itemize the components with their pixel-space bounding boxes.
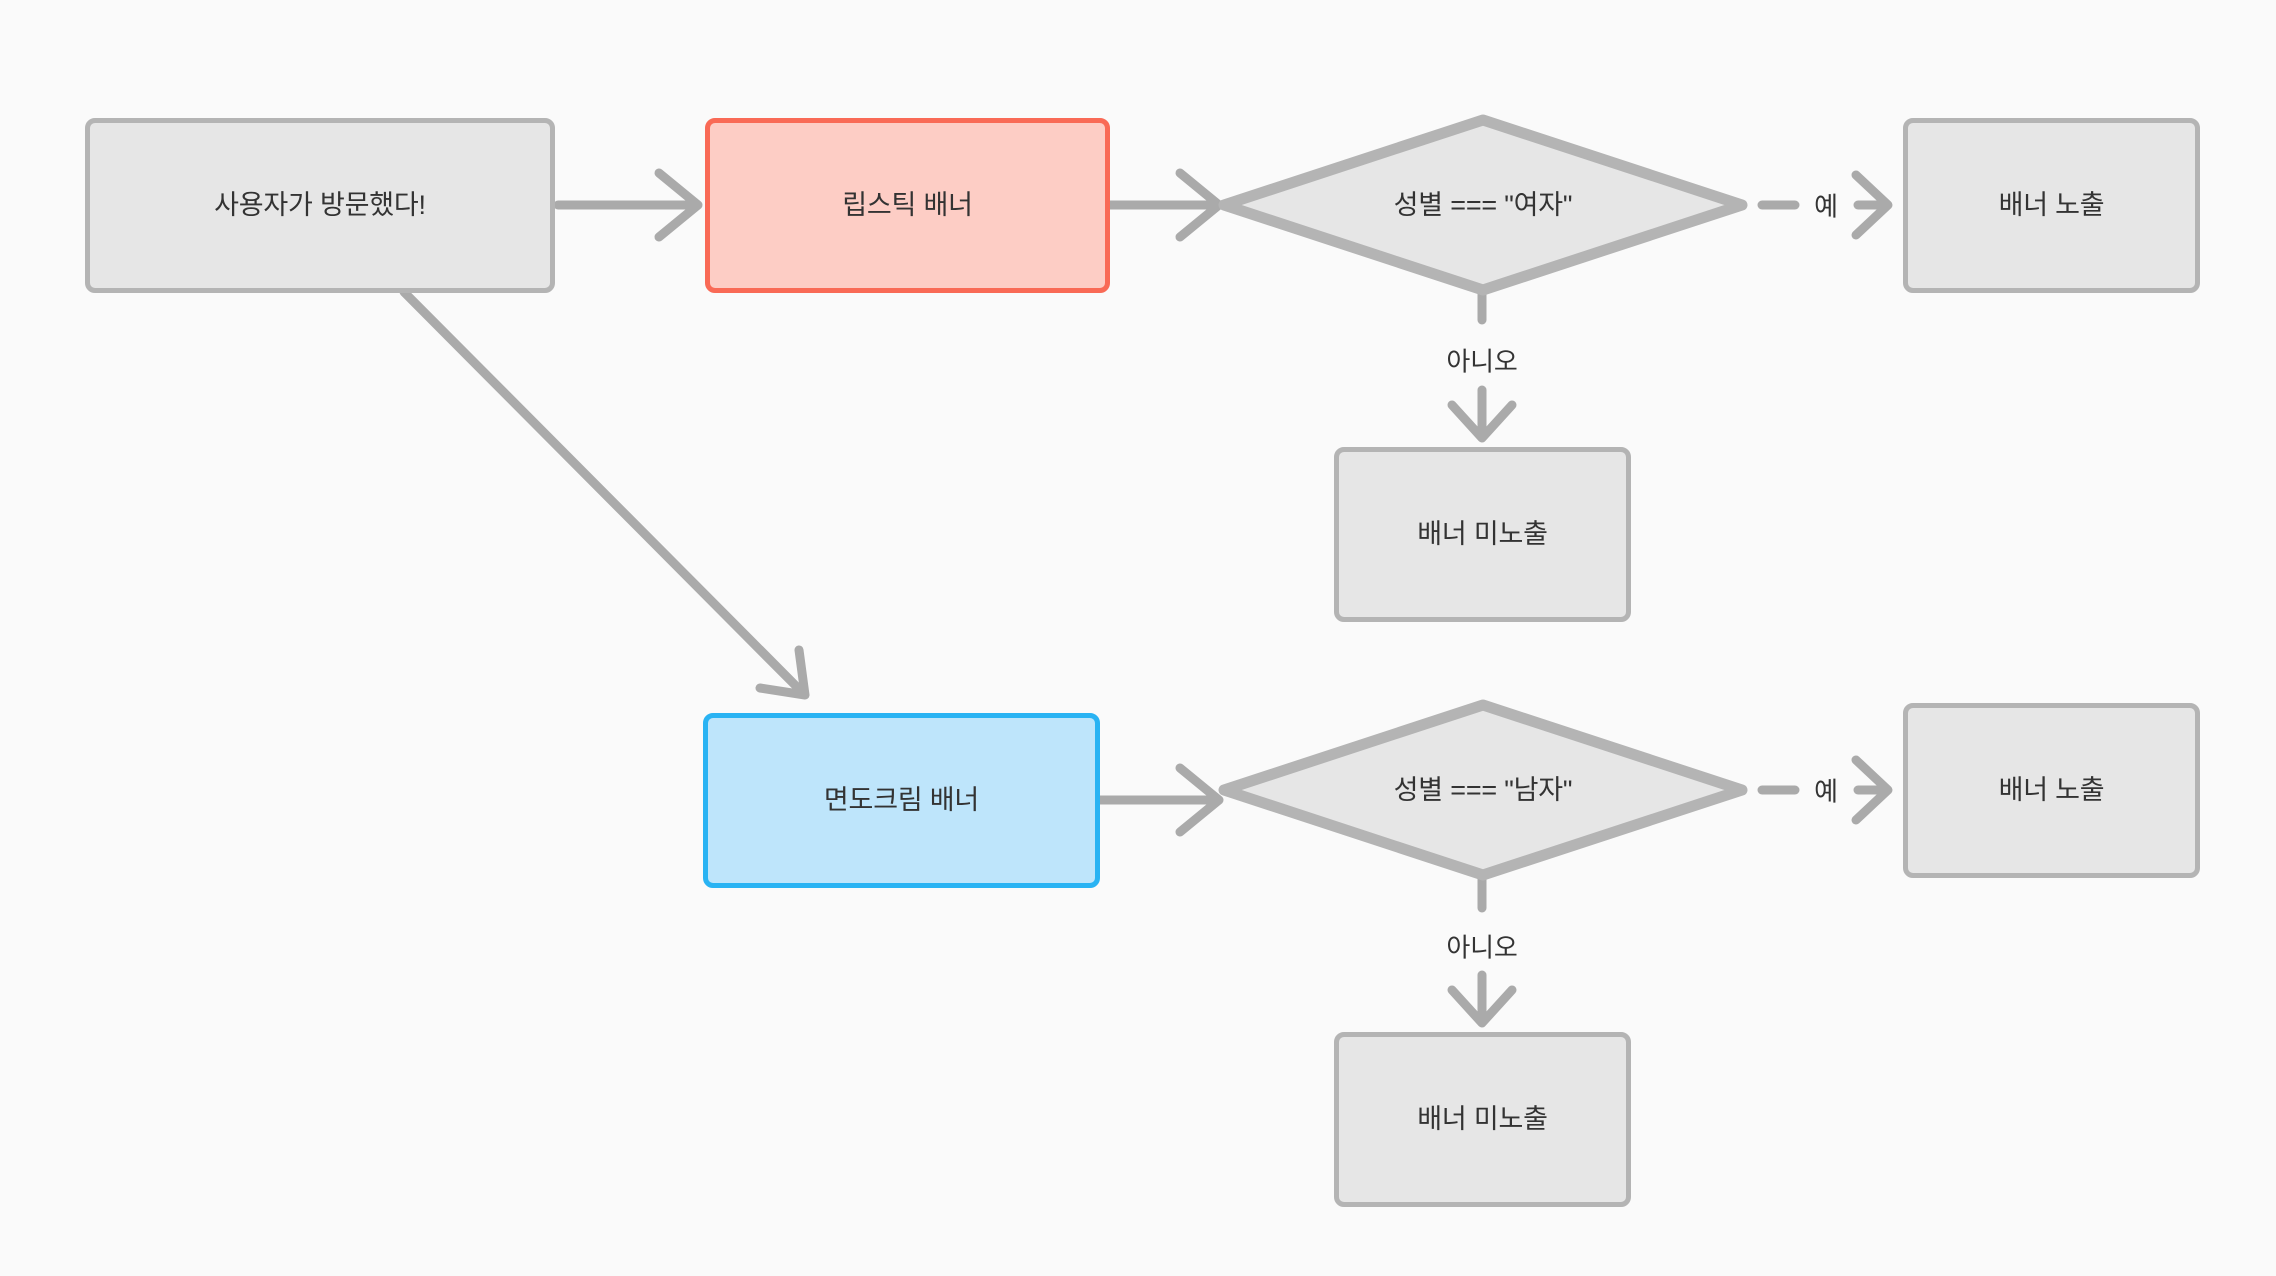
edge-lipstick-to-cond-female: [1105, 168, 1224, 242]
diamond-shape-male: [1218, 699, 1748, 881]
edge-label-yes-male: 예: [1814, 776, 1838, 807]
node-condition-female[interactable]: 성별 === "여자": [1218, 114, 1748, 296]
node-hide-banner-male[interactable]: 배너 미노출: [1334, 1032, 1631, 1207]
node-start-label: 사용자가 방문했다!: [214, 190, 426, 221]
node-condition-male[interactable]: 성별 === "남자": [1218, 699, 1748, 881]
edge-start-to-lipstick: [553, 168, 703, 242]
edge-shavecream-to-cond-male: [1095, 763, 1224, 837]
node-show-banner-male-label: 배너 노출: [1998, 775, 2105, 806]
edge-label-no-female: 아니오: [1446, 346, 1518, 377]
edge-start-to-shavecream: [399, 287, 810, 700]
node-hide-banner-female[interactable]: 배너 미노출: [1334, 447, 1631, 622]
node-lipstick-banner[interactable]: 립스틱 배너: [705, 118, 1110, 293]
node-shaving-cream-banner[interactable]: 면도크림 배너: [703, 713, 1100, 888]
node-hide-banner-male-label: 배너 미노출: [1417, 1104, 1548, 1135]
node-shaving-cream-banner-label: 면도크림 배너: [823, 785, 980, 816]
node-lipstick-banner-label: 립스틱 배너: [842, 190, 973, 221]
node-hide-banner-female-label: 배너 미노출: [1417, 519, 1548, 550]
node-show-banner-male[interactable]: 배너 노출: [1903, 703, 2200, 878]
edge-label-yes-female: 예: [1814, 191, 1838, 222]
node-show-banner-female[interactable]: 배너 노출: [1903, 118, 2200, 293]
node-show-banner-female-label: 배너 노출: [1998, 190, 2105, 221]
node-condition-female-label: 성별 === "여자": [1393, 189, 1573, 220]
node-condition-male-label: 성별 === "남자": [1393, 774, 1573, 805]
edge-label-no-male: 아니오: [1446, 932, 1518, 963]
node-start[interactable]: 사용자가 방문했다!: [85, 118, 555, 293]
diamond-shape-female: [1218, 114, 1748, 296]
